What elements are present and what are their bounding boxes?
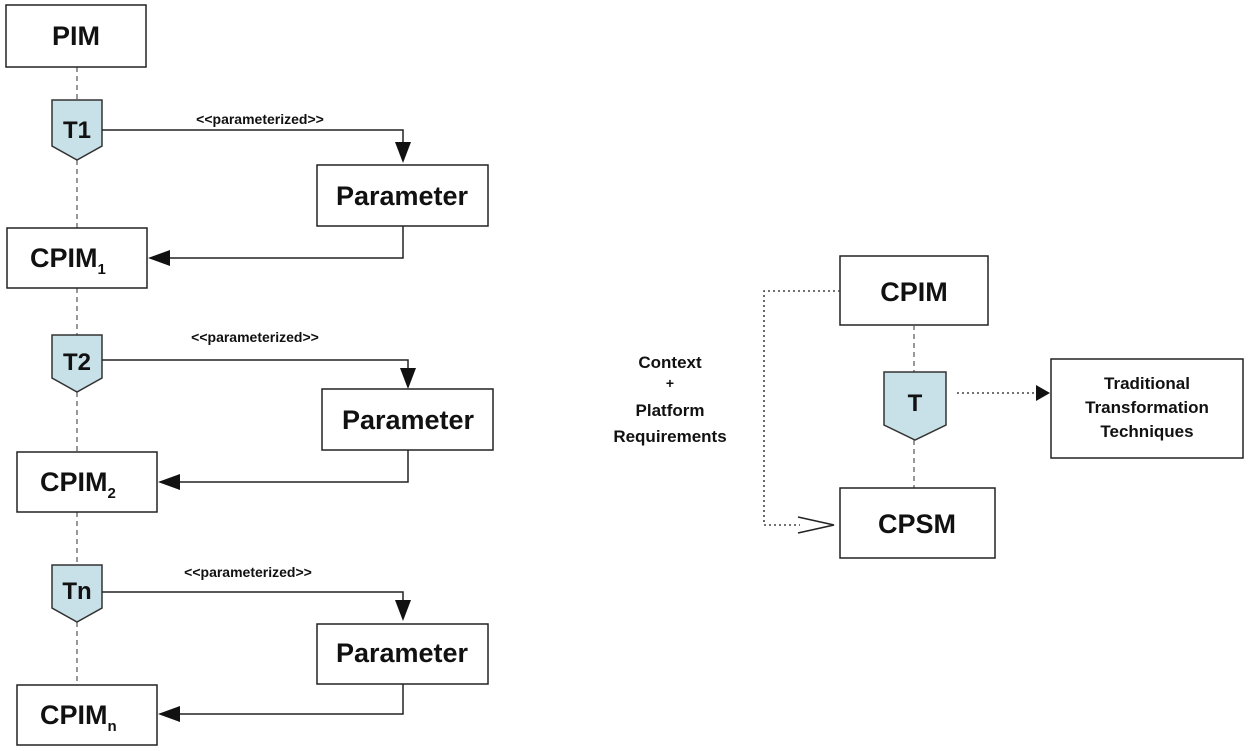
- parameter-box: [316, 164, 489, 227]
- arrowhead-icon: [158, 474, 180, 490]
- parameter-box: [321, 388, 494, 451]
- traditional-line: Techniques: [1100, 422, 1193, 441]
- transform-label: Tn: [62, 578, 91, 605]
- cpim-n-label: CPIMn: [40, 700, 117, 735]
- context-line: Context: [638, 353, 702, 372]
- cpim-name: CPIM: [30, 243, 98, 273]
- arrowhead-icon: [395, 600, 411, 621]
- traditional-techniques-box: [1050, 358, 1244, 459]
- parameter-label: Parameter: [342, 405, 475, 435]
- parameter-label: Parameter: [336, 181, 469, 211]
- cpim-name: CPIM: [40, 467, 108, 497]
- cpim-1-box: [6, 227, 148, 289]
- stage-2: T2 <<parameterized>> Parameter CPIM2: [16, 329, 494, 513]
- transform-node-t1: [51, 99, 103, 161]
- context-line: Requirements: [613, 427, 726, 446]
- open-arrowhead-icon: [797, 516, 835, 534]
- parameter-return-arrow: [168, 226, 404, 259]
- parameterized-arrow: [102, 129, 404, 160]
- transform-label: T: [908, 390, 923, 417]
- transform-node-tn: [51, 564, 103, 623]
- arrowhead-icon: [395, 142, 411, 163]
- context-dotted-path: [763, 290, 840, 526]
- right-flow: CPIM T CPSM Traditional Transformation T…: [613, 255, 1244, 559]
- parameterized-arrow: [102, 359, 409, 382]
- cpim-box: [839, 255, 989, 326]
- arrowhead-icon: [1036, 385, 1050, 401]
- stereotype-label: <<parameterized>>: [191, 329, 319, 345]
- pim-box: PIM: [5, 4, 147, 68]
- transform-label: T1: [63, 117, 91, 144]
- cpim-name: CPIM: [40, 700, 108, 730]
- context-line: +: [666, 375, 674, 391]
- transform-node-t2: [51, 334, 103, 393]
- pim-label: PIM: [52, 21, 100, 51]
- stereotype-label: <<parameterized>>: [196, 111, 324, 127]
- cpsm-label: CPSM: [878, 509, 956, 539]
- cpim-label: CPIM: [880, 277, 948, 307]
- context-line: Platform: [636, 401, 705, 420]
- arrowhead-icon: [400, 368, 416, 389]
- parameter-return-arrow: [180, 450, 409, 483]
- parameter-box: [316, 623, 489, 685]
- transform-node-t: [883, 371, 947, 441]
- cpim-n-box: [16, 684, 158, 746]
- cpim-1-label: CPIM1: [30, 243, 106, 278]
- stage-n: Tn <<parameterized>> Parameter CPIMn: [16, 564, 489, 746]
- transform-label: T2: [63, 349, 91, 376]
- traditional-line: Transformation: [1085, 398, 1209, 417]
- cpim-subscript: 1: [98, 261, 106, 278]
- parameterized-arrow: [102, 591, 404, 612]
- stage-1: T1 <<parameterized>> Parameter CPIM1: [6, 99, 489, 289]
- cpsm-box: [839, 487, 996, 559]
- cpim-2-box: [16, 451, 158, 513]
- parameter-label: Parameter: [336, 638, 469, 668]
- arrowhead-icon: [158, 706, 180, 722]
- cpim-2-label: CPIM2: [40, 467, 116, 502]
- cpim-subscript: 2: [108, 485, 116, 502]
- arrowhead-icon: [148, 250, 170, 266]
- traditional-line: Traditional: [1104, 374, 1190, 393]
- stereotype-label: <<parameterized>>: [184, 564, 312, 580]
- parameter-return-arrow: [180, 684, 404, 715]
- cpim-subscript: n: [108, 718, 117, 735]
